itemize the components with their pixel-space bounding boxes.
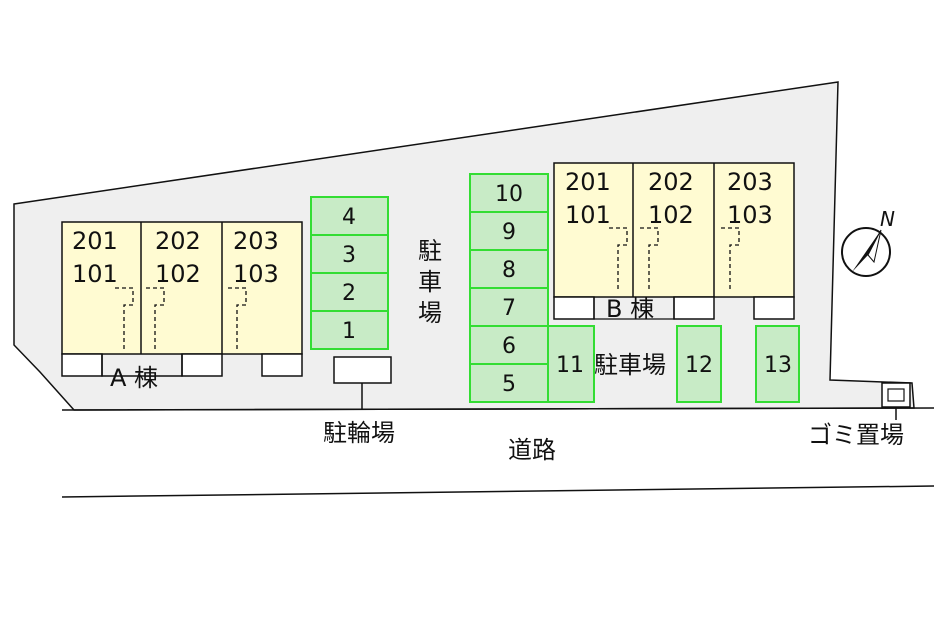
parking-space-2: 2 — [342, 281, 356, 306]
parking-space-9: 9 — [502, 220, 516, 245]
parking-space-13: 13 — [764, 353, 792, 378]
a-unit-201: 201 — [72, 227, 118, 255]
compass-icon — [841, 227, 891, 277]
parking-label-vertical-1: 駐 — [418, 237, 442, 265]
parking-right — [547, 325, 800, 403]
b-unit-203: 203 — [727, 168, 773, 196]
parking-space-1: 1 — [342, 319, 356, 344]
north-label: N — [880, 207, 895, 231]
building-b — [553, 162, 795, 320]
b-unit-201: 201 — [565, 168, 611, 196]
b-unit-101: 101 — [565, 201, 611, 229]
road-edge-top — [61, 407, 935, 411]
bike-parking-label: 駐輪場 — [323, 419, 395, 447]
b-unit-202: 202 — [648, 168, 694, 196]
parking-label-vertical-2: 車 — [418, 268, 442, 296]
garbage-label: ゴミ置場 — [808, 421, 904, 449]
a-unit-102: 102 — [155, 260, 201, 288]
a-unit-202: 202 — [155, 227, 201, 255]
road-label: 道路 — [508, 436, 556, 464]
building-b-name: B 棟 — [606, 295, 654, 323]
parking-space-10: 10 — [495, 182, 523, 207]
parking-label-horizontal: 駐車場 — [594, 351, 666, 379]
building-a-name: A 棟 — [110, 364, 158, 392]
parking-space-3: 3 — [342, 243, 356, 268]
parking-space-11: 11 — [556, 353, 584, 378]
a-unit-203: 203 — [233, 227, 279, 255]
parking-space-7: 7 — [502, 296, 516, 321]
parking-space-8: 8 — [502, 258, 516, 283]
building-a — [61, 221, 303, 377]
parking-left — [310, 196, 389, 350]
a-unit-103: 103 — [233, 260, 279, 288]
parking-space-12: 12 — [685, 353, 713, 378]
b-unit-103: 103 — [727, 201, 773, 229]
b-unit-102: 102 — [648, 201, 694, 229]
parking-middle — [469, 173, 549, 403]
road-edge-bottom — [61, 485, 935, 498]
parking-space-6: 6 — [502, 334, 516, 359]
parking-space-4: 4 — [342, 205, 356, 230]
garbage-box — [881, 382, 911, 408]
parking-space-5: 5 — [502, 372, 516, 397]
a-unit-101: 101 — [72, 260, 118, 288]
bike-parking-box — [333, 356, 392, 384]
parking-label-vertical-3: 場 — [418, 299, 442, 327]
